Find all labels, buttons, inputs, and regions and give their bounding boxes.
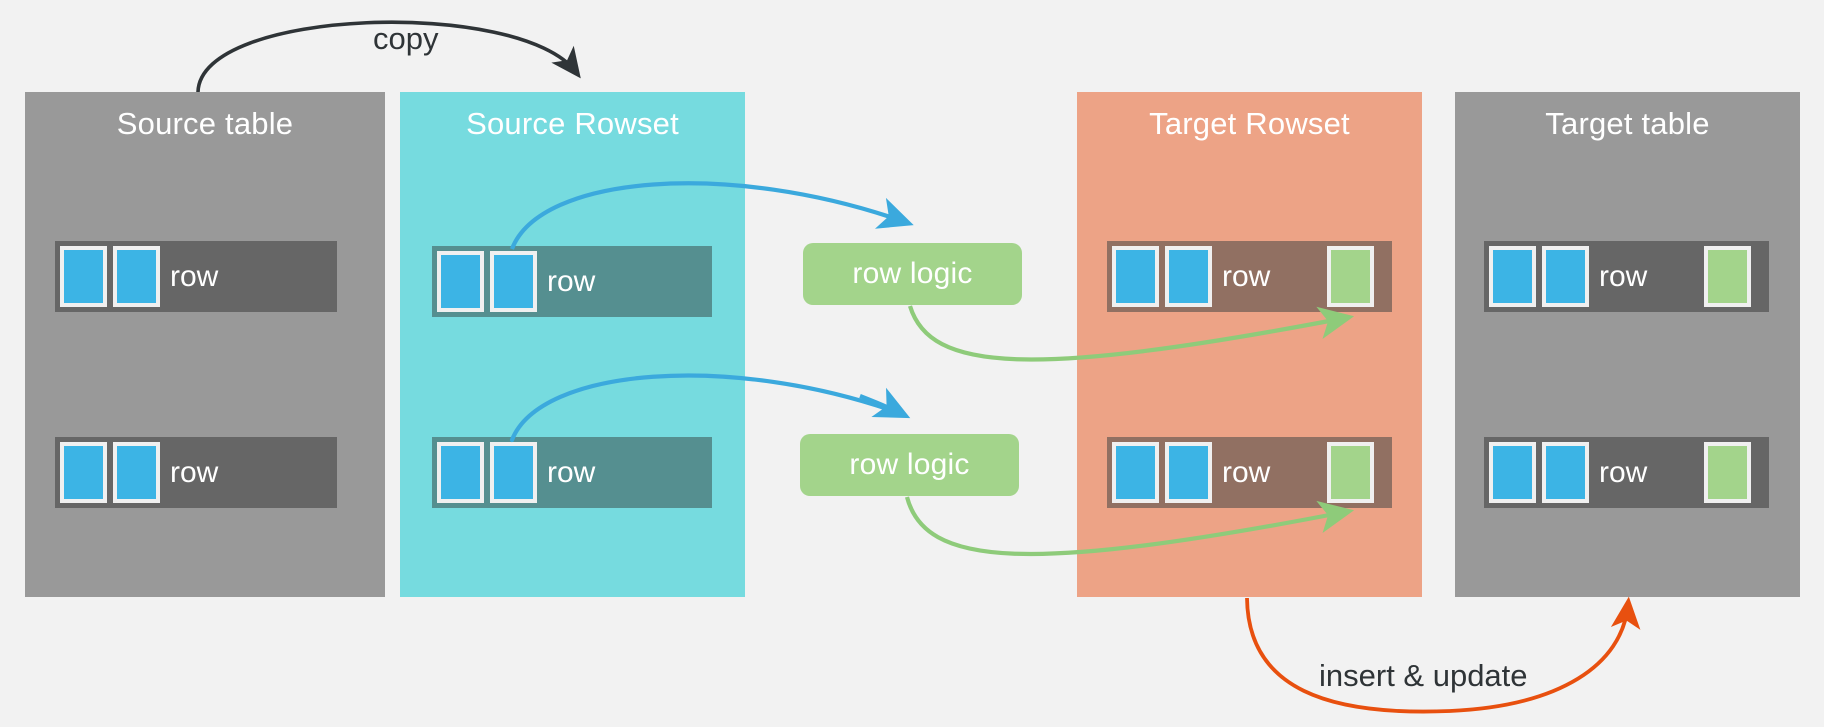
panel-title-source-table: Source table [116,106,294,141]
node-row-logic-1[interactable]: row logic [803,243,1022,305]
panel-target-table[interactable]: Target table [1455,92,1800,597]
row-cell [113,246,160,307]
panel-title-target-table: Target table [1545,106,1710,141]
edge-label-insert-update: insert & update [1319,658,1528,693]
row-cell-computed [1704,246,1751,307]
edge-label-copy: copy [373,21,439,56]
row-label: row [1222,456,1271,489]
row-cell-computed [1704,442,1751,503]
row-cell [1165,442,1212,503]
row-cell-computed [1327,246,1374,307]
edge-row2-to-logic2-head [859,387,911,419]
panel-title-target-rowset: Target Rowset [1149,106,1350,141]
row-label: row [547,265,596,298]
row-cell [1489,246,1536,307]
row-cell [60,442,107,503]
row-cell [490,251,537,312]
node-row-logic-2[interactable]: row logic [800,434,1019,496]
row-cell [1112,442,1159,503]
row-label: row [170,260,219,293]
row-cell-computed [1327,442,1374,503]
row-cell [113,442,160,503]
panel-source-rowset[interactable]: Source Rowset [400,92,745,597]
row-cell [437,251,484,312]
row-cell [1489,442,1536,503]
panel-source-table[interactable]: Source table [25,92,385,597]
edge-insert-update [1245,596,1641,714]
panel-title-source-rowset: Source Rowset [466,106,679,141]
row-cell [60,246,107,307]
row-label: row [1599,456,1648,489]
row-cell [1112,246,1159,307]
row-label: row [170,456,219,489]
row-cell [1165,246,1212,307]
row-cell [1542,246,1589,307]
row-label: row [547,456,596,489]
row-label: row [1599,260,1648,293]
row-cell [1542,442,1589,503]
row-cell [490,442,537,503]
panel-target-rowset[interactable]: Target Rowset [1077,92,1422,597]
row-cell [437,442,484,503]
row-label: row [1222,260,1271,293]
